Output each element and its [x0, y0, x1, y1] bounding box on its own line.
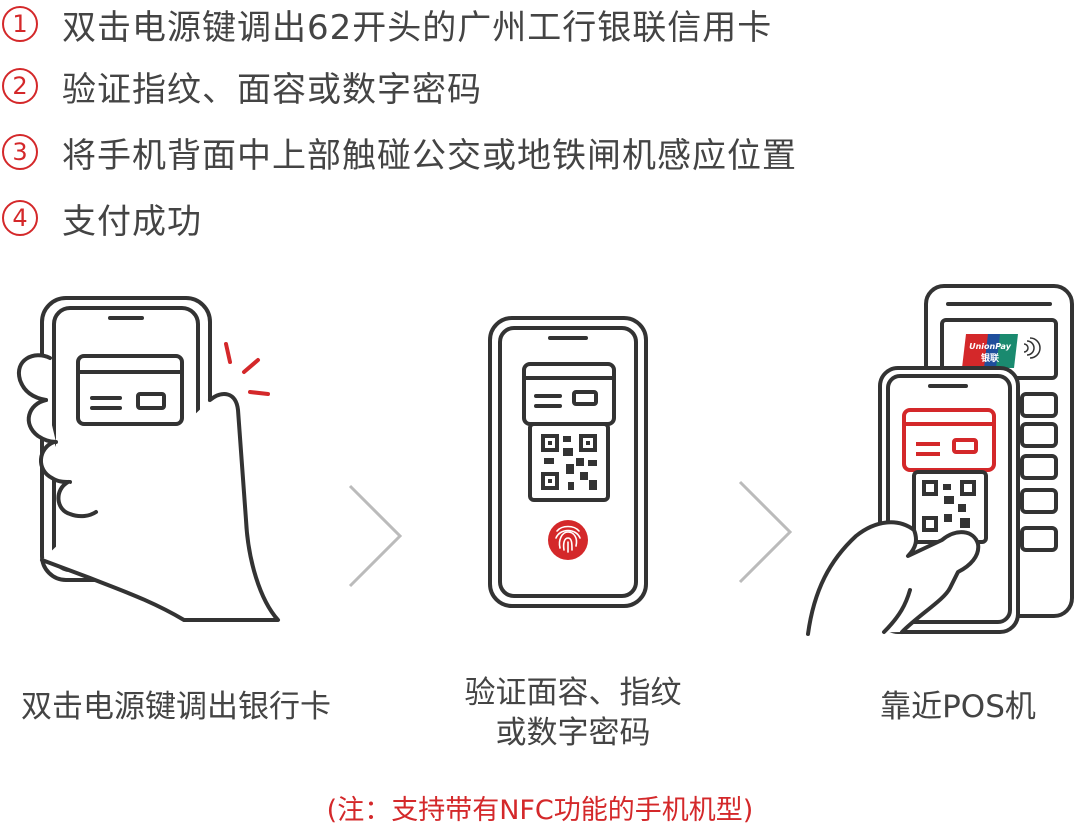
step-number: 1 — [2, 6, 38, 42]
unionpay-logo-icon: UnionPay 银联 — [962, 334, 1018, 368]
step-number: 3 — [2, 134, 38, 170]
step-3: 3 将手机背面中上部触碰公交或地铁闸机感应位置 — [0, 128, 797, 176]
step-text: 支付成功 — [62, 194, 202, 243]
contactless-icon — [1024, 338, 1040, 358]
illustration: UnionPay 银联 — [0, 280, 1080, 660]
bank-card-icon — [904, 410, 994, 470]
caption-pos: 靠近POS机 — [858, 686, 1058, 728]
step-text: 双击电源键调出62开头的广州工行银联信用卡 — [62, 0, 772, 49]
step-number: 2 — [2, 68, 38, 104]
unionpay-text: UnionPay — [969, 342, 1012, 351]
step-number: 4 — [2, 200, 38, 236]
qr-code-icon — [541, 434, 597, 490]
panel-double-click — [19, 298, 278, 620]
unionpay-cn-text: 银联 — [981, 352, 1000, 364]
step-4: 4 支付成功 — [0, 194, 202, 242]
chevron-right-icon — [740, 482, 790, 582]
nfc-note: (注：支持带有NFC功能的手机机型) — [0, 788, 1080, 827]
step-text: 验证指纹、面容或数字密码 — [62, 62, 482, 111]
fingerprint-icon — [548, 520, 588, 560]
step-2: 2 验证指纹、面容或数字密码 — [0, 62, 482, 110]
chevron-right-icon — [350, 486, 400, 586]
caption-double-click: 双击电源键调出银行卡 — [6, 686, 346, 728]
bank-card-icon — [524, 364, 614, 424]
phone-icon — [490, 318, 646, 606]
step-text: 将手机背面中上部触碰公交或地铁闸机感应位置 — [62, 128, 797, 177]
panel-verify — [490, 318, 646, 606]
step-1: 1 双击电源键调出62开头的广州工行银联信用卡 — [0, 0, 772, 48]
caption-verify-line1: 验证面容、指纹 — [448, 672, 698, 714]
tap-indicator — [226, 344, 268, 394]
caption-verify-line2: 或数字密码 — [448, 712, 698, 754]
bank-card-icon — [78, 356, 182, 424]
